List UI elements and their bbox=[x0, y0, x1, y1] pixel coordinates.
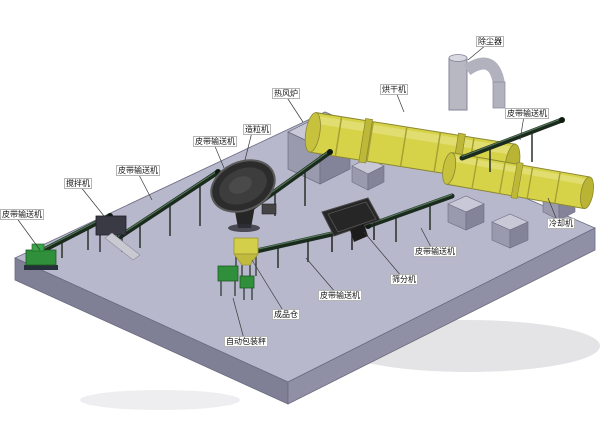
label-mixer: 搅拌机 bbox=[64, 178, 92, 190]
label-belt-conveyor-3: 皮带输送机 bbox=[193, 136, 237, 148]
label-packing-scale: 自动包装秤 bbox=[224, 336, 268, 348]
label-belt-conveyor-5: 皮带输送机 bbox=[413, 246, 457, 258]
label-screener: 筛分机 bbox=[390, 274, 418, 286]
label-granulator: 造粒机 bbox=[243, 124, 271, 136]
cooler-cylinder bbox=[442, 152, 594, 210]
label-hot-air-furnace: 热风炉 bbox=[272, 88, 300, 100]
label-dust-collector: 除尘器 bbox=[476, 36, 504, 48]
label-leader-lines bbox=[15, 44, 559, 340]
label-cooler: 冷却机 bbox=[547, 218, 575, 230]
chimney-and-duct bbox=[448, 54, 506, 111]
disc-granulator bbox=[210, 159, 277, 232]
label-product-silo: 成品仓 bbox=[272, 309, 300, 321]
packing-scale bbox=[217, 265, 255, 300]
product-silo bbox=[233, 237, 259, 280]
label-belt-conveyor-6: 皮带输送机 bbox=[318, 290, 362, 302]
label-dryer: 烘干机 bbox=[380, 84, 408, 96]
belt-conveyor-5 bbox=[365, 193, 455, 242]
label-belt-conveyor-4: 皮带输送机 bbox=[505, 108, 549, 120]
belt-conveyor-4 bbox=[459, 117, 565, 172]
belt-conveyor-2 bbox=[115, 169, 221, 248]
screening-machine bbox=[321, 197, 381, 252]
label-belt-conveyor-1: 皮带输送机 bbox=[0, 209, 44, 221]
mixer-machine bbox=[95, 215, 141, 261]
label-belt-conveyor-2: 皮带输送机 bbox=[116, 165, 160, 177]
